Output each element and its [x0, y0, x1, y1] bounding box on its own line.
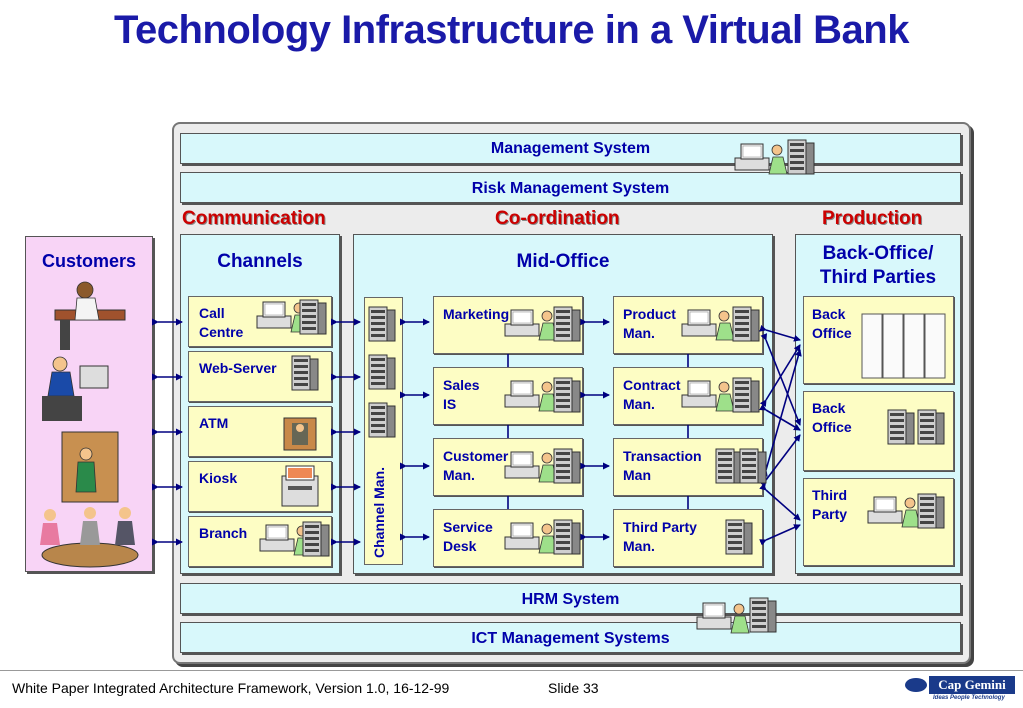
coordination-label: Co-ordination	[495, 208, 620, 229]
mid-third-party-man: Third Party Man.	[613, 509, 763, 567]
channel-web-server: Web-Server	[188, 351, 332, 402]
hrm-system-label: HRM System	[521, 591, 620, 608]
customers-title: Customers	[41, 251, 137, 271]
mid-service-desk-label: Service Desk	[443, 519, 493, 554]
logo-mark-icon	[905, 678, 927, 692]
back-office-1: Back Office	[803, 296, 954, 384]
production-label: Production	[822, 208, 923, 229]
channel-call-centre: Call Centre	[188, 296, 332, 347]
channel-atm-label: ATM	[199, 415, 229, 431]
mid-transaction-man-label: Transaction Man	[623, 448, 702, 483]
management-system-bar: Management System	[180, 133, 961, 164]
footer-divider	[0, 670, 1023, 671]
risk-management-label: Risk Management System	[471, 180, 670, 197]
mid-marketing: Marketing	[433, 296, 583, 354]
footer-text: White Paper Integrated Architecture Fram…	[12, 680, 450, 696]
page-title: Technology Infrastructure in a Virtual B…	[114, 8, 909, 52]
mid-customer-man: Customer Man.	[433, 438, 583, 496]
channel-branch: Branch	[188, 516, 332, 567]
third-party-label: Third Party	[812, 487, 848, 522]
mid-third-party-man-label: Third Party Man.	[623, 519, 697, 554]
mid-sales-is: Sales IS	[433, 367, 583, 425]
mid-sales-is-label: Sales IS	[443, 377, 480, 412]
mid-product-man-label: Product Man.	[623, 306, 676, 341]
channel-kiosk-label: Kiosk	[199, 470, 238, 486]
risk-management-bar: Risk Management System	[180, 172, 961, 203]
ict-management-bar: ICT Management Systems	[180, 622, 961, 653]
mid-product-man: Product Man.	[613, 296, 763, 354]
logo-tagline: Ideas People Technology	[933, 695, 1005, 701]
third-party-box: Third Party	[803, 478, 954, 566]
slide-number: Slide 33	[548, 680, 599, 696]
logo-wordmark: Cap Gemini	[929, 676, 1015, 694]
communication-label: Communication	[182, 208, 326, 229]
mid-contract-man-label: Contract Man.	[623, 377, 681, 412]
customers-panel	[25, 236, 153, 572]
channel-web-server-label: Web-Server	[199, 360, 277, 376]
channel-atm: ATM	[188, 406, 332, 457]
mid-marketing-label: Marketing	[443, 306, 510, 322]
mid-customer-man-label: Customer Man.	[443, 448, 509, 483]
channel-man-label: Channel Man.	[371, 466, 387, 558]
hrm-system-bar: HRM System	[180, 583, 961, 614]
mid-service-desk: Service Desk	[433, 509, 583, 567]
management-system-label: Management System	[490, 140, 651, 157]
channel-call-centre-label: Call Centre	[199, 305, 244, 340]
mid-contract-man: Contract Man.	[613, 367, 763, 425]
channel-branch-label: Branch	[199, 525, 248, 541]
mid-transaction-man: Transaction Man	[613, 438, 763, 496]
channel-kiosk: Kiosk	[188, 461, 332, 512]
back-office-title: Back-Office/ Third Parties	[819, 243, 937, 288]
channels-title: Channels	[217, 251, 303, 272]
back-office-2-label: Back Office	[812, 400, 852, 435]
mid-office-title: Mid-Office	[516, 251, 610, 272]
back-office-2: Back Office	[803, 391, 954, 471]
company-logo: Cap Gemini Ideas People Technology	[905, 676, 1015, 704]
ict-management-label: ICT Management Systems	[471, 630, 670, 647]
back-office-1-label: Back Office	[812, 306, 852, 341]
